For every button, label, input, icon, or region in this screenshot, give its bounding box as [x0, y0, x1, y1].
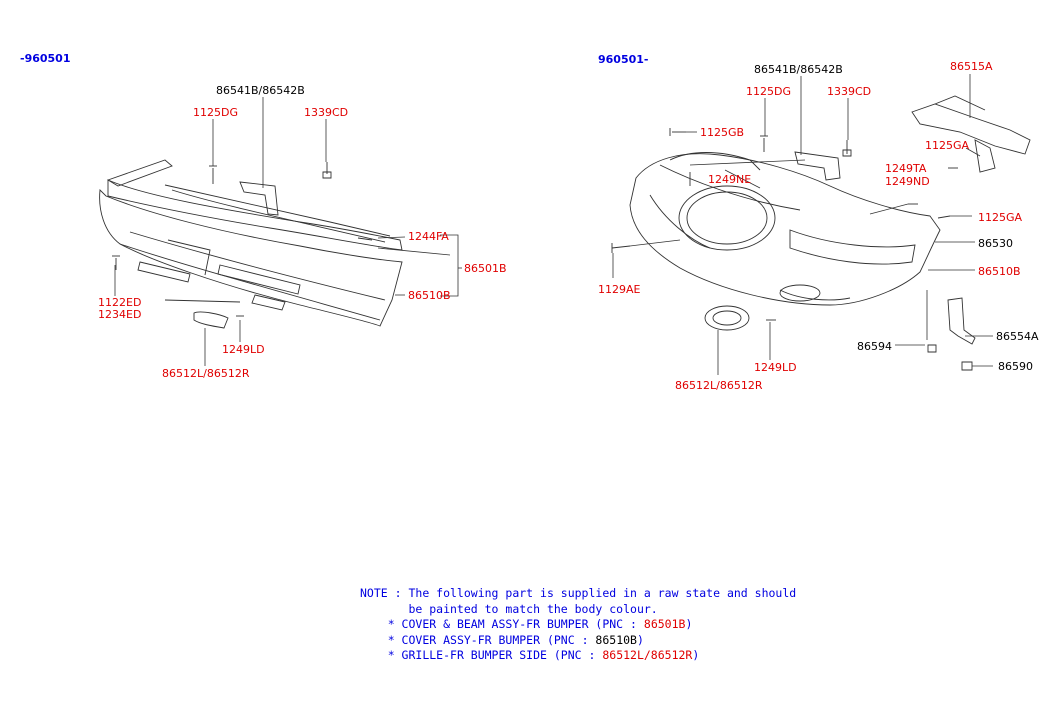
right-label-bolt-a: 1125DG [746, 85, 791, 98]
note-item2-close: ) [636, 632, 644, 647]
right-label-bolt-gb: 1125GB [700, 126, 744, 139]
left-bumper-drawing [99, 159, 403, 329]
left-label-screw2: 1249LD [222, 343, 265, 356]
note-prefix: NOTE : [360, 586, 409, 600]
note-line1: The following part is supplied in a raw … [408, 586, 797, 600]
right-bumper-drawing [611, 95, 1031, 371]
right-label-grille: 86512L/86512R [675, 379, 763, 392]
right-label-beam: 86530 [978, 237, 1013, 250]
left-header: -960501 [20, 52, 71, 65]
note-line2: be painted to match the body colour. [408, 601, 658, 616]
right-label-screw2: 1249LD [754, 361, 797, 374]
right-leader-lines [612, 74, 993, 375]
right-label-bracket: 86541B/86542B [754, 63, 843, 76]
right-label-nut-nd: 1249ND [885, 175, 930, 188]
paint-note: NOTE : The following part is supplied in… [360, 586, 796, 664]
left-label-grille: 86512L/86512R [162, 367, 250, 380]
left-label-clip-b: 1234ED [98, 308, 141, 321]
right-label-cover: 86510B [978, 265, 1021, 278]
note-item2: * COVER ASSY-FR BUMPER (PNC : [387, 632, 596, 647]
note-item3: * GRILLE-FR BUMPER SIDE (PNC : [387, 648, 603, 662]
note-item1: * COVER & BEAM ASSY-FR BUMPER (PNC : [387, 617, 644, 631]
right-label-bracket2: 86554A [996, 330, 1039, 343]
right-label-nut-ne: 1249NE [708, 173, 751, 186]
note-item3-close: ) [692, 648, 700, 662]
right-label-bolt-b: 1339CD [827, 85, 871, 98]
left-label-bolt-b: 1339CD [304, 106, 348, 119]
right-label-reinf: 86515A [950, 60, 993, 73]
left-label-cover: 86510B [408, 289, 451, 302]
right-label-clip: 1129AE [598, 283, 641, 296]
note-item1-close: ) [685, 617, 693, 631]
left-label-assy: 86501B [464, 262, 507, 275]
left-label-bracket: 86541B/86542B [216, 84, 305, 97]
note-item1-pnc: 86501B [643, 617, 686, 631]
left-label-screw: 1244FA [408, 230, 449, 243]
right-label-bolt-ga2: 1125GA [978, 211, 1023, 224]
note-item2-pnc: 86510B [595, 632, 637, 647]
left-leader-lines [114, 97, 462, 366]
right-label-clip2: 86594 [857, 340, 892, 353]
right-label-bolt-ga1: 1125GA [925, 139, 970, 152]
note-item3-pnc: 86512L/86512R [602, 648, 693, 662]
right-label-clip3: 86590 [998, 360, 1033, 373]
right-header: 960501- [598, 53, 649, 66]
right-label-nut-ta: 1249TA [885, 162, 927, 175]
left-label-bolt-a: 1125DG [193, 106, 238, 119]
left-label-clip-a: 1122ED [98, 296, 141, 309]
